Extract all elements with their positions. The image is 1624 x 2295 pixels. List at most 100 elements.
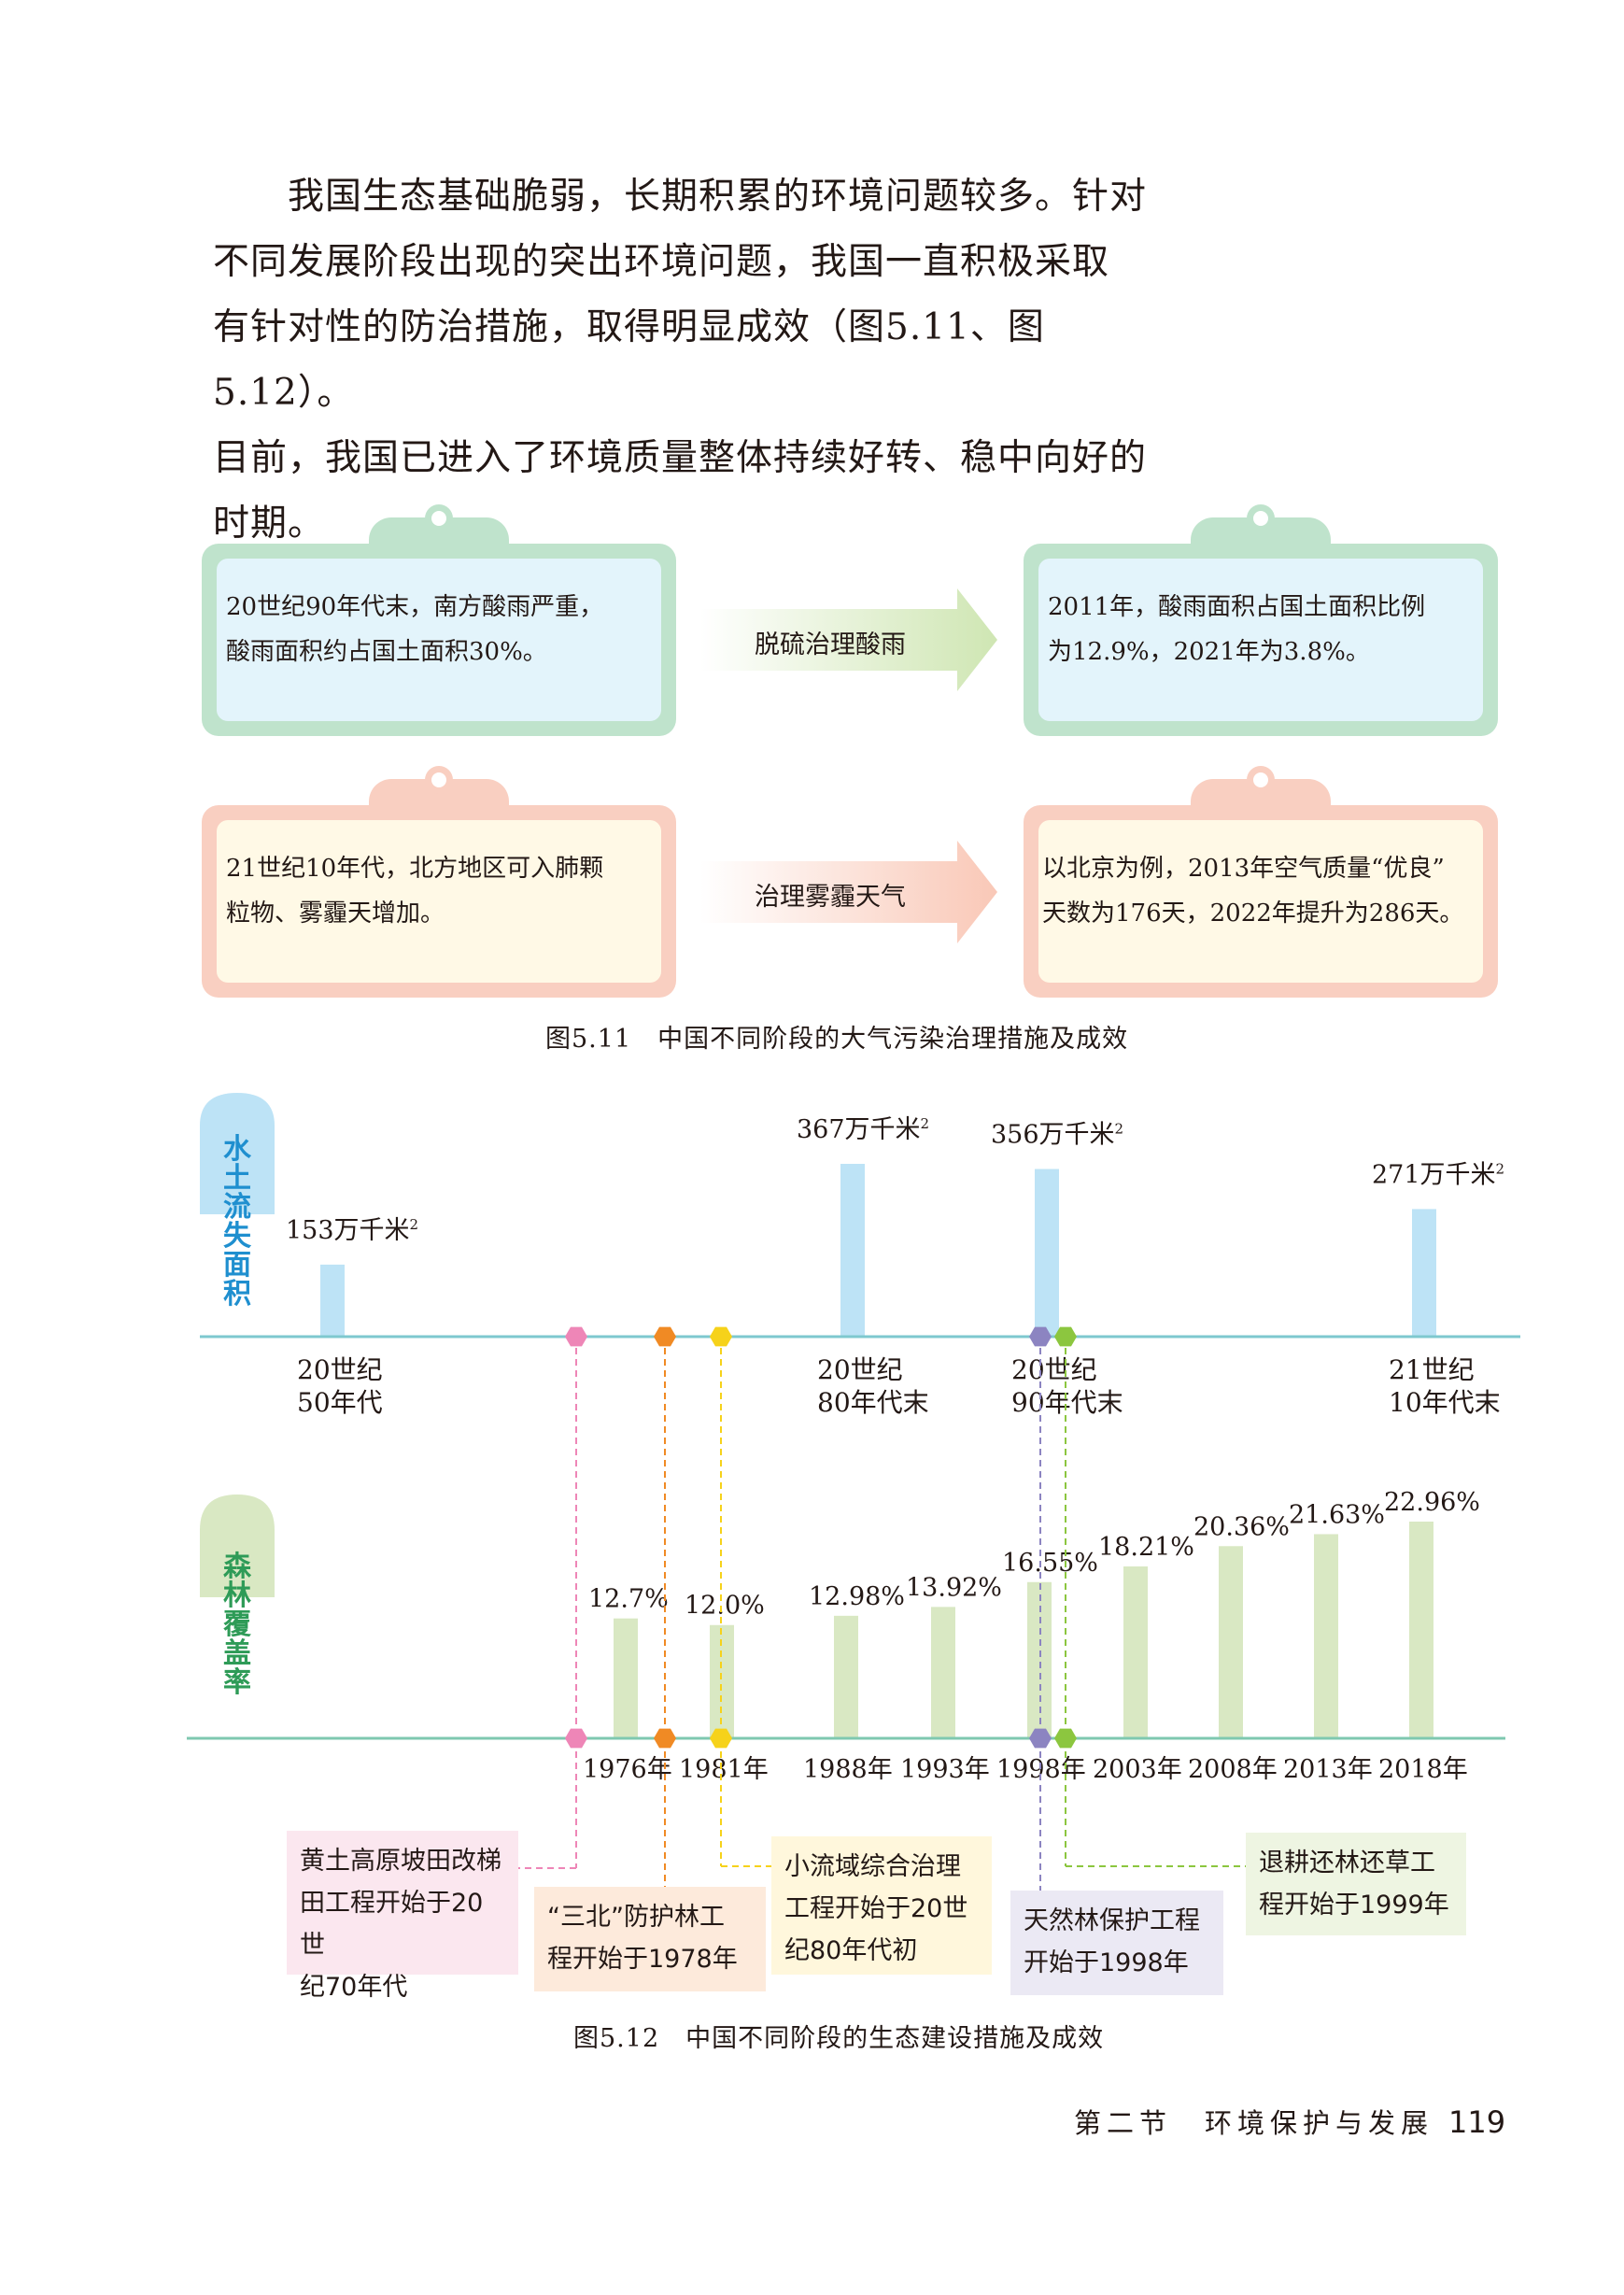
measure-arrow-icon <box>700 588 997 691</box>
erosion-bar <box>320 1264 345 1337</box>
haze-before-card: 21世纪10年代，北方地区可入肺颗 粒物、雾霾天增加。 <box>202 766 676 998</box>
caption-text: 中国不同阶段的生态建设措施及成效 <box>685 2024 1105 2053</box>
erosion-label-background <box>200 1093 275 1214</box>
loess-terrace-marker-icon <box>565 1326 587 1347</box>
acid-rain-after-card: 2011年，酸雨面积占国土面积比例 为12.9%，2021年为3.8%。 <box>1024 504 1498 736</box>
intro-paragraph: 我国生态基础脆弱，长期积累的环境问题较多。针对 不同发展阶段出现的突出环境问题，… <box>213 164 1165 557</box>
forest-protection-marker-icon <box>1029 1326 1052 1347</box>
erosion-value-label: 356万千米2 <box>991 1121 1123 1150</box>
vertical-label-char: 率 <box>223 1666 251 1699</box>
forest-protection-note: 天然林保护工程 开始于1998年 <box>1010 1891 1223 1995</box>
forest-value-label: 22.96% <box>1384 1488 1480 1517</box>
erosion-period-label: 20世纪 <box>817 1354 903 1385</box>
forest-bar <box>614 1618 638 1738</box>
grain-for-green-note: 退耕还林还草工 程开始于1999年 <box>1246 1833 1466 1935</box>
watershed-marker-icon <box>710 1326 732 1347</box>
vertical-label-char: 土 <box>223 1162 251 1195</box>
clipboard-clip-icon <box>1191 766 1331 813</box>
erosion-period-label: 10年代末 <box>1389 1387 1501 1418</box>
card-text-line: 21世纪10年代，北方地区可入肺颗 <box>226 855 604 883</box>
caption-number: 图5.12 <box>573 2024 660 2053</box>
grain-for-green-marker-icon <box>1054 1728 1077 1749</box>
erosion-bar <box>1035 1169 1059 1337</box>
loess-terrace-note: 黄土高原坡田改梯 田工程开始于20世 纪70年代 <box>287 1831 518 2002</box>
forest-bar <box>1314 1534 1338 1738</box>
forest-axis-label: 森林覆盖率 <box>200 1552 275 1697</box>
three-north-marker-icon <box>654 1728 676 1749</box>
watershed-marker-icon <box>710 1728 732 1749</box>
vertical-label-char: 森 <box>223 1551 251 1583</box>
vertical-label-char: 面 <box>223 1249 251 1282</box>
paragraph-line: 目前，我国已进入了环境质量整体持续好转、稳中向好的 <box>213 437 1148 479</box>
note-line: 工程开始于20世 <box>784 1894 968 1923</box>
erosion-bar <box>1412 1209 1436 1337</box>
paragraph-line: 有针对性的防治措施，取得明显成效（图5.11、图5.12）。 <box>213 306 1045 414</box>
forest-protection-marker-icon <box>1029 1728 1052 1749</box>
paragraph-line: 时期。 <box>213 503 326 545</box>
acid-rain-before-card: 20世纪90年代末，南方酸雨严重， 酸雨面积约占国土面积30%。 <box>202 504 676 736</box>
forest-year-label: 2008年 <box>1188 1755 1278 1784</box>
forest-bar <box>1219 1546 1243 1738</box>
note-line: 天然林保护工程 <box>1024 1906 1200 1935</box>
forest-year-label: 2013年 <box>1283 1755 1373 1784</box>
vertical-label-char: 林 <box>223 1580 251 1612</box>
haze-control-label: 治理雾霾天气 <box>755 883 906 912</box>
vertical-label-char: 积 <box>223 1278 251 1310</box>
forest-label-background <box>200 1495 275 1597</box>
card-text-line: 为12.9%，2021年为3.8%。 <box>1048 638 1370 666</box>
section-title: 第二节 环境保护与发展 <box>1074 2107 1434 2139</box>
card-text-line: 酸雨面积约占国土面积30%。 <box>226 638 547 666</box>
forest-bar <box>1027 1581 1052 1738</box>
figure-5-11-caption: 图5.11 中国不同阶段的大气污染治理措施及成效 <box>545 1018 1128 1055</box>
forest-year-label: 1988年 <box>803 1755 893 1784</box>
erosion-period-label: 50年代 <box>297 1387 383 1418</box>
ecology-timeline-chart: 153万千米220世纪50年代367万千米220世纪80年代末356万千米220… <box>187 1093 1520 1891</box>
erosion-period-label: 20世纪 <box>1011 1354 1097 1385</box>
note-line: 退耕还林还草工 <box>1259 1849 1435 1877</box>
erosion-value-label: 271万千米2 <box>1372 1160 1504 1189</box>
forest-year-label: 1993年 <box>900 1755 990 1784</box>
note-line: 纪70年代 <box>300 1973 408 2002</box>
figure-5-12-caption: 图5.12 中国不同阶段的生态建设措施及成效 <box>573 2018 1104 2054</box>
forest-year-label: 2018年 <box>1378 1755 1468 1784</box>
erosion-value-label: 153万千米2 <box>286 1216 418 1245</box>
card-text-line: 2011年，酸雨面积占国土面积比例 <box>1048 593 1426 621</box>
note-line: 程开始于1999年 <box>1259 1891 1449 1920</box>
forest-value-label: 12.0% <box>685 1592 765 1621</box>
desulfurization-label: 脱硫治理酸雨 <box>755 630 906 659</box>
forest-bar <box>1409 1522 1433 1738</box>
vertical-label-char: 水 <box>223 1133 251 1166</box>
note-line: 小流域综合治理 <box>784 1852 961 1881</box>
vertical-label-char: 覆 <box>223 1608 251 1641</box>
forest-value-label: 20.36% <box>1193 1512 1290 1541</box>
paragraph-line: 不同发展阶段出现的突出环境问题，我国一直积极采取 <box>213 241 1110 283</box>
forest-value-label: 18.21% <box>1098 1533 1194 1562</box>
note-line: 田工程开始于20世 <box>300 1889 484 1960</box>
erosion-bar <box>840 1164 865 1337</box>
forest-value-label: 21.63% <box>1289 1500 1385 1529</box>
card-text-line: 以北京为例，2013年空气质量“优良” <box>1042 855 1445 883</box>
forest-year-label: 1981年 <box>679 1755 769 1784</box>
three-north-note: “三北”防护林工 程开始于1978年 <box>534 1887 766 1991</box>
forest-value-label: 13.92% <box>906 1573 1002 1602</box>
note-line: 开始于1998年 <box>1024 1948 1189 1977</box>
forest-value-label: 12.98% <box>809 1582 905 1611</box>
erosion-value-label: 367万千米2 <box>797 1115 929 1144</box>
haze-after-card: 以北京为例，2013年空气质量“优良” 天数为176天，2022年提升为286天… <box>1024 766 1498 998</box>
erosion-axis-label: 水土流失面积 <box>200 1135 275 1309</box>
loess-terrace-marker-icon <box>565 1728 587 1749</box>
forest-value-label: 16.55% <box>1002 1549 1098 1578</box>
note-line: 程开始于1978年 <box>547 1945 738 1974</box>
forest-year-label: 1976年 <box>583 1755 672 1784</box>
card-text-line: 粒物、雾霾天增加。 <box>226 900 445 928</box>
card-text-line: 20世纪90年代末，南方酸雨严重， <box>226 593 604 621</box>
clipboard-clip-icon <box>1191 504 1331 551</box>
erosion-period-label: 21世纪 <box>1389 1354 1475 1385</box>
forest-bar <box>834 1615 858 1738</box>
note-line: “三北”防护林工 <box>547 1903 725 1932</box>
forest-bar <box>1123 1565 1148 1738</box>
three-north-marker-icon <box>654 1326 676 1347</box>
erosion-period-label: 90年代末 <box>1011 1387 1123 1418</box>
note-line: 黄土高原坡田改梯 <box>300 1847 501 1876</box>
